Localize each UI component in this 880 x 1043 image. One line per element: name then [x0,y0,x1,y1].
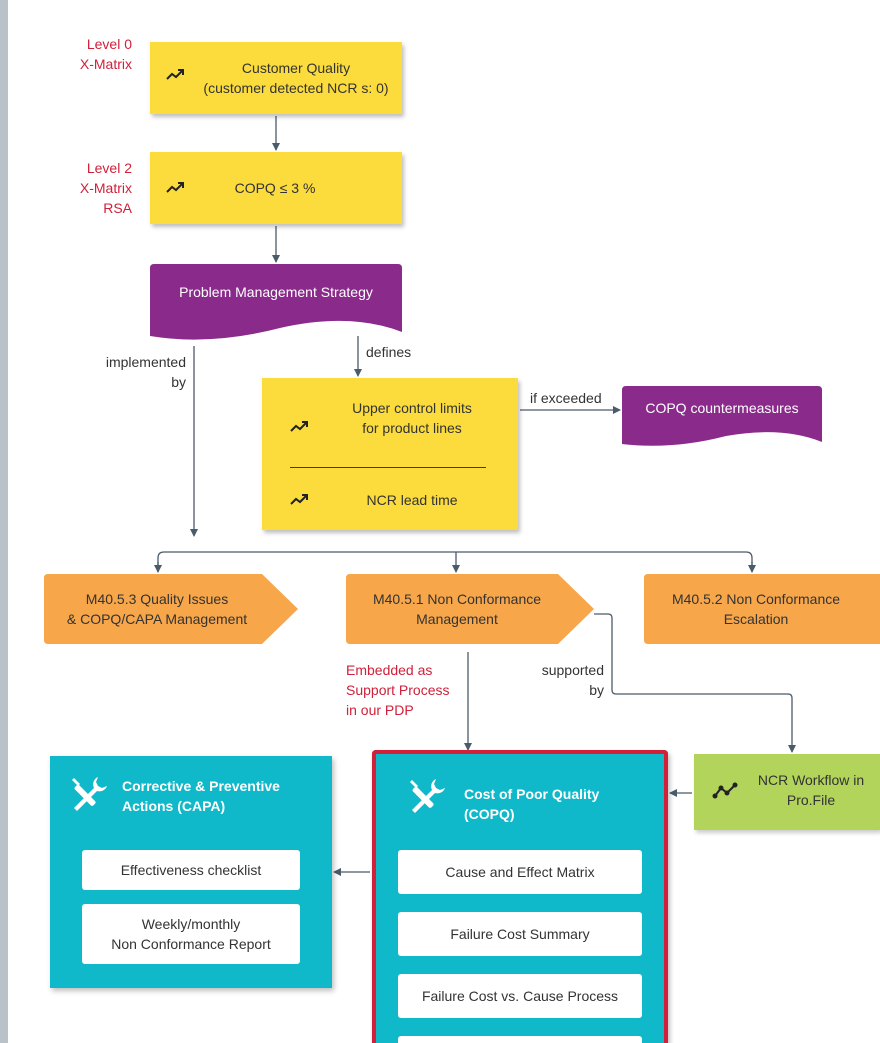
connectors [154,116,796,876]
trend-up-icon [290,421,308,432]
copq-panel: Cost of Poor Quality (COPQ) Cause and Ef… [372,750,668,1043]
process-m4051: M40.5.1 Non Conformance Management [346,574,594,644]
line-graph-icon [712,782,738,799]
copq-title-line2: (COPQ) [464,806,515,822]
edge-bus [157,551,753,572]
trend-up-icon [166,182,184,193]
ncr-lead-time: NCR lead time [366,492,458,508]
m4053-line1: M40.5.3 Quality Issues [85,591,229,607]
failure-cost-summary[interactable]: Failure Cost Summary [398,912,642,956]
chevron-shape [644,574,880,644]
trend-up-icon [290,494,308,505]
problem-management-label: Problem Management Strategy [179,284,373,300]
edge-supported-by [594,613,796,753]
capa-title-line1: Corrective & Preventive [122,778,280,794]
ncr-workflow-line1: NCR Workflow in [757,772,865,788]
copq-countermeasures-label: COPQ countermeasures [645,400,799,416]
tools-icon [72,777,107,811]
m4052-line2: Escalation [723,611,789,627]
copq-target-box: COPQ ≤ 3 % [150,152,402,224]
customer-quality-box: Customer Quality (customer detected NCR … [150,42,402,114]
chevron-shape [346,574,594,644]
process-m4053: M40.5.3 Quality Issues & COPQ/CAPA Manag… [44,574,298,644]
m4051-line2: Management [416,611,498,627]
effectiveness-checklist[interactable]: Effectiveness checklist [82,850,300,890]
process-m4052: M40.5.2 Non Conformance Escalation [644,574,880,644]
divider [290,467,486,468]
m4053-line2: & COPQ/CAPA Management [66,611,248,627]
cause-effect-matrix[interactable]: Cause and Effect Matrix [398,850,642,894]
ucl-line2: for product lines [362,420,462,436]
copq-item-cut-off[interactable] [398,1036,642,1043]
chevron-shape [44,574,298,644]
capa-title-line2: Actions (CAPA) [122,798,226,814]
copq-countermeasures: COPQ countermeasures [622,386,822,450]
capa-panel: Corrective & Preventive Actions (CAPA) E… [50,756,332,988]
trend-up-icon [166,69,184,80]
copq-target-text: COPQ ≤ 3 % [234,180,316,196]
ncr-workflow-line2: Pro.File [786,792,836,808]
customer-quality-line2: (customer detected NCR s: 0) [203,80,389,96]
customer-quality-line1: Customer Quality [241,60,351,76]
nc-report[interactable]: Weekly/monthly Non Conformance Report [82,904,300,964]
document-shape [150,264,402,340]
ucl-line1: Upper control limits [352,400,472,416]
problem-management-strategy: Problem Management Strategy [150,264,402,348]
ncr-workflow-box: NCR Workflow in Pro.File [694,754,880,830]
copq-title-line1: Cost of Poor Quality [464,786,600,802]
m4052-line1: M40.5.2 Non Conformance [671,591,841,607]
document-shape [622,386,822,446]
m4051-line1: M40.5.1 Non Conformance [372,591,542,607]
tools-icon [410,779,445,813]
if-exceeded-label: if exceeded [530,390,602,406]
defines-label: defines [366,344,412,360]
control-limits-box: Upper control limits for product lines N… [262,378,518,530]
failure-cost-vs-cause[interactable]: Failure Cost vs. Cause Process [398,974,642,1018]
